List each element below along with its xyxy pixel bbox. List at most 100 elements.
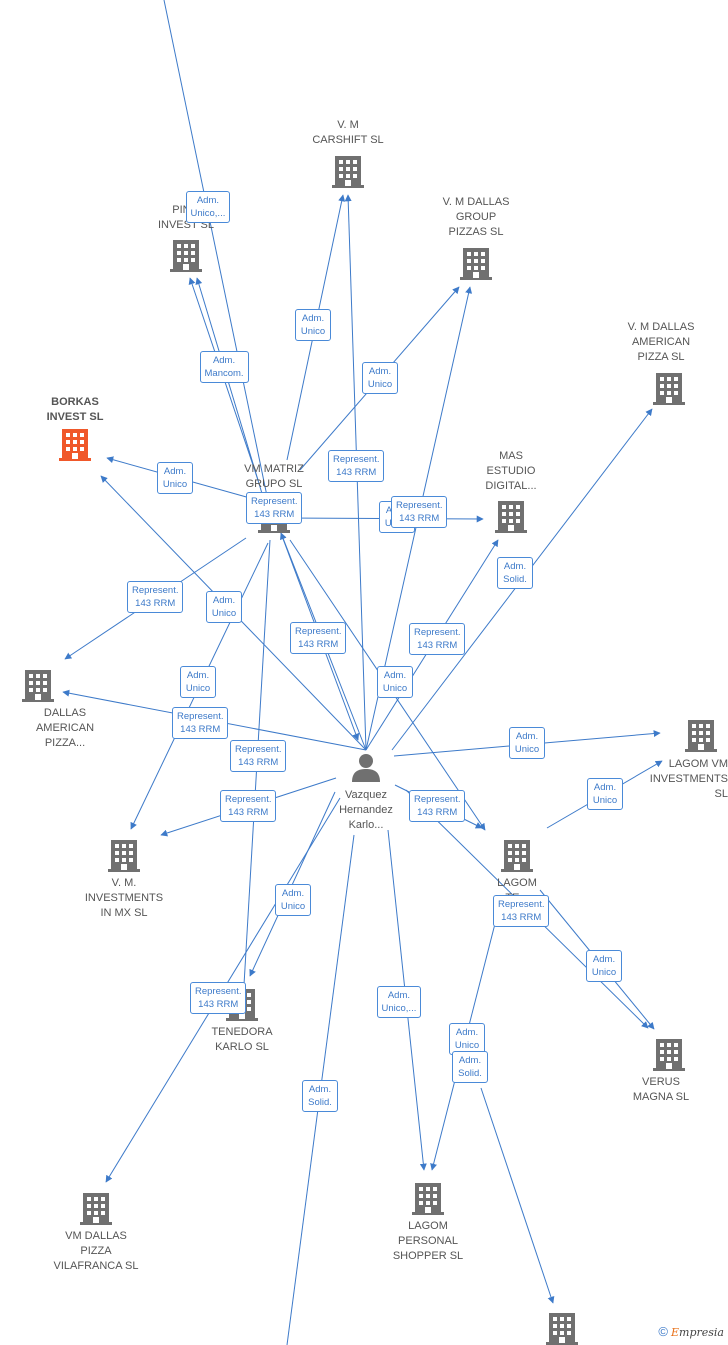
building-icon[interactable] xyxy=(108,840,140,872)
node-label-line: INVESTMENTS xyxy=(649,773,728,785)
node-label-line: PIZZA SL xyxy=(637,351,685,363)
person-icon[interactable] xyxy=(352,754,380,782)
edge-label[interactable]: Represent.143 RRM xyxy=(409,623,466,655)
edge-label-line: Solid. xyxy=(308,1097,332,1108)
edge-label-line: 143 RRM xyxy=(417,640,458,651)
edge-label[interactable]: Adm.Solid. xyxy=(497,557,533,589)
node-label-line: VM MATRIZ xyxy=(244,463,304,475)
building-icon[interactable] xyxy=(653,373,685,405)
edge-label-line: 143 RRM xyxy=(501,912,542,923)
edge-label[interactable]: Represent.143 RRM xyxy=(409,790,466,822)
node-label-line: SHOPPER SL xyxy=(392,1250,464,1262)
edge-label[interactable]: Adm.Unico,... xyxy=(185,191,231,223)
building-icon[interactable] xyxy=(653,1039,685,1071)
edge-label-line: Unico,... xyxy=(190,208,226,219)
edge-label[interactable]: Represent.143 RRM xyxy=(391,496,448,528)
building-icon[interactable] xyxy=(685,720,717,752)
edge-label[interactable]: Represent.143 RRM xyxy=(127,581,184,613)
edge-label-line: Represent. xyxy=(177,711,224,722)
edge-label-line: Unico xyxy=(280,901,306,912)
edge-label[interactable]: Adm.Unico xyxy=(449,1023,485,1055)
edge-label-line: Adm. xyxy=(455,1027,479,1038)
edge-line-29 xyxy=(480,1087,555,1304)
edge-label[interactable]: Adm.Unico xyxy=(587,778,623,810)
edge-label[interactable]: Adm.Solid. xyxy=(302,1080,338,1112)
node-label-line: INVESTMENTS xyxy=(84,892,164,904)
edge-label[interactable]: Represent.143 RRM xyxy=(290,622,347,654)
node-label-line: LAGOM xyxy=(497,877,537,889)
edge-label-line: Unico xyxy=(591,967,617,978)
edge-label[interactable]: Adm.Unico xyxy=(180,666,216,698)
building-icon[interactable] xyxy=(501,840,533,872)
node-label-line: PIZZA xyxy=(80,1245,112,1257)
building-icon[interactable] xyxy=(460,248,492,280)
edge-label[interactable]: Adm.Unico xyxy=(586,950,622,982)
edge-label[interactable]: Represent.143 RRM xyxy=(328,450,385,482)
node-label-line: PIZZAS SL xyxy=(448,226,504,238)
edge-label[interactable]: Represent.143 RRM xyxy=(172,707,229,739)
edge-label[interactable]: Adm.Unico xyxy=(362,362,398,394)
edge-label-line: Represent. xyxy=(225,794,272,805)
edge-label-line: 143 RRM xyxy=(298,639,339,650)
edge-label-line: Adm. xyxy=(383,670,407,681)
node-label-line: Karlo... xyxy=(348,819,384,831)
node-label-line: IN MX SL xyxy=(100,907,148,919)
edge-label[interactable]: Adm. Unico xyxy=(377,666,413,698)
node-label-line: LAGOM VM xyxy=(668,758,728,770)
edge-label-line: Unico xyxy=(382,683,408,694)
edge-label-line: Represent. xyxy=(414,794,461,805)
edge-label[interactable]: Adm.Unico xyxy=(295,309,331,341)
edge-label[interactable]: Adm.Unico xyxy=(157,462,193,494)
edge-label[interactable]: Adm. Unico xyxy=(275,884,311,916)
building-icon[interactable] xyxy=(170,240,202,272)
edge-label-line: 143 RRM xyxy=(198,999,239,1010)
node-label-line: TENEDORA xyxy=(211,1026,273,1038)
edge-label-line: 143 RRM xyxy=(135,598,176,609)
edge-label-line: Adm. xyxy=(387,990,411,1001)
building-icon[interactable] xyxy=(332,156,364,188)
edge-label[interactable]: Adm.Mancom. xyxy=(199,351,249,383)
footer-brand[interactable]: ©Empresia xyxy=(658,1324,724,1339)
edge-label[interactable]: Represent.143 RRM xyxy=(190,982,247,1014)
edge-label-line: Adm. xyxy=(281,888,305,899)
edge-label[interactable]: Adm.Unico xyxy=(206,591,242,623)
edge-label-line: Represent. xyxy=(235,744,282,755)
edge-label-line: 143 RRM xyxy=(254,509,295,520)
edge-label[interactable]: Represent.143 RRM xyxy=(493,895,550,927)
node-label-line: V. M xyxy=(337,119,359,131)
edge-label-line: 143 RRM xyxy=(399,513,440,524)
building-icon[interactable] xyxy=(495,501,527,533)
copyright-icon: © xyxy=(658,1324,668,1339)
edge-label[interactable]: Represent.143 RRM xyxy=(220,790,277,822)
node-label-line: KARLO SL xyxy=(215,1041,269,1053)
edge-label[interactable]: Represent.143 RRM xyxy=(246,492,303,524)
building-icon[interactable] xyxy=(59,429,91,461)
edge-label-line: Adm. xyxy=(503,561,527,572)
node-label-tenedora[interactable]: TENEDORA KARLO SL xyxy=(177,1025,307,1055)
edge-label[interactable]: Adm.Unico,... xyxy=(376,986,422,1018)
building-icon[interactable] xyxy=(546,1313,578,1345)
building-icon[interactable] xyxy=(22,670,54,702)
edge-label[interactable]: Adm.Solid. xyxy=(452,1051,488,1083)
edge-label[interactable]: Adm.Unico xyxy=(509,727,545,759)
edge-label-line: 143 RRM xyxy=(238,757,279,768)
edge-label-line: Unico xyxy=(211,608,237,619)
edge-label-line: Adm. xyxy=(186,670,210,681)
building-icon[interactable] xyxy=(412,1183,444,1215)
building-icon[interactable] xyxy=(80,1193,112,1225)
edge-label[interactable]: Represent. 143 RRM xyxy=(230,740,287,772)
